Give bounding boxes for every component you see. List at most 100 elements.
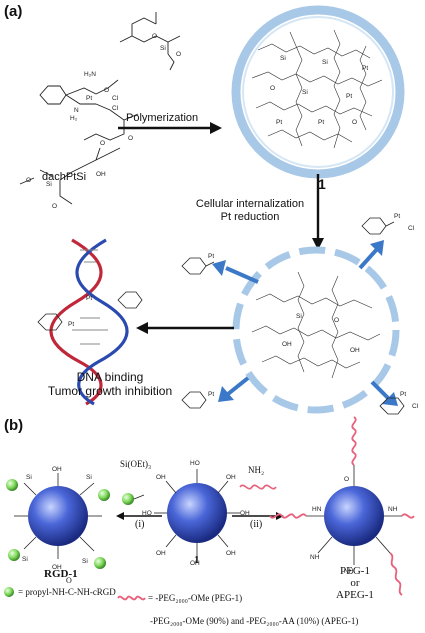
step-ii-label: (ii) xyxy=(250,519,263,530)
svg-text:O: O xyxy=(128,135,133,142)
svg-text:Si: Si xyxy=(86,474,92,481)
pt-fragment-right-bottom xyxy=(379,397,405,415)
peg-springs xyxy=(269,416,415,596)
nanoparticle-number: 1 xyxy=(318,176,326,192)
svg-text:N: N xyxy=(74,107,79,114)
dna-pt-adduct xyxy=(37,291,143,331)
legend-spring xyxy=(117,595,146,601)
svg-text:O: O xyxy=(270,85,275,92)
svg-text:OH: OH xyxy=(96,171,106,178)
svg-text:Cl: Cl xyxy=(112,95,119,102)
peg-label-line-2: or xyxy=(350,577,360,589)
svg-text:O: O xyxy=(344,476,349,483)
panel-a: (a) O Si O H₂N Pt O Cl Cl N H xyxy=(4,3,419,415)
svg-text:NH: NH xyxy=(310,554,320,561)
legend-ball-o: O xyxy=(66,576,72,585)
legend-ball xyxy=(4,587,14,597)
outcome-line-1: DNA binding xyxy=(76,370,144,384)
svg-text:Si: Si xyxy=(82,558,88,565)
core-label: 1 xyxy=(194,554,200,566)
svg-text:Pt: Pt xyxy=(318,119,324,126)
svg-text:OH: OH xyxy=(52,564,62,571)
svg-text:Si: Si xyxy=(302,89,308,96)
svg-text:O: O xyxy=(52,203,57,210)
svg-text:OH: OH xyxy=(240,510,250,517)
rgd-ball xyxy=(6,479,18,491)
svg-text:Si: Si xyxy=(46,181,52,188)
svg-text:Pt: Pt xyxy=(86,295,92,302)
svg-text:Pt: Pt xyxy=(362,65,368,72)
svg-text:NH: NH xyxy=(388,506,398,513)
svg-text:O: O xyxy=(334,317,339,324)
svg-text:HO: HO xyxy=(190,460,200,467)
outcome-line-2: Tumor growth inhibition xyxy=(47,384,173,398)
svg-text:Pt: Pt xyxy=(400,391,406,398)
rgd-label: RGD-1 xyxy=(44,568,78,580)
internalization-line-2: Pt reduction xyxy=(220,211,280,223)
legend-spring-text-2: -PEG₂₀₀₀-OMe (90%) and -PEG₂₀₀₀-AA (10%)… xyxy=(150,616,359,626)
step-i-label: (i) xyxy=(135,519,145,530)
svg-text:Pt: Pt xyxy=(346,93,352,100)
svg-text:OH: OH xyxy=(156,474,166,481)
svg-text:OH: OH xyxy=(226,474,236,481)
svg-text:H₂N: H₂N xyxy=(84,71,96,78)
reduced-nanoparticle-ring xyxy=(232,246,400,414)
legend-spring-text-1: = -PEG₂₀₀₀-OMe (PEG-1) xyxy=(148,593,243,603)
svg-text:OH: OH xyxy=(350,347,360,354)
reagent-spring xyxy=(239,484,277,490)
pt-fragment-right-top xyxy=(361,217,395,235)
fragment-arrows xyxy=(212,240,398,406)
nanoparticle-ring xyxy=(231,5,405,179)
svg-text:O: O xyxy=(104,87,109,94)
svg-text:Si: Si xyxy=(280,55,286,62)
reagent-ball xyxy=(122,493,134,505)
polymerization-label: Polymerization xyxy=(126,112,199,124)
peg-label-line-1: PEG-1 xyxy=(340,565,370,577)
svg-text:O: O xyxy=(26,177,31,184)
svg-text:O: O xyxy=(352,119,357,126)
rgd-ball xyxy=(98,489,110,501)
arrow-i xyxy=(116,512,162,520)
rgd-ball xyxy=(94,557,106,569)
svg-text:Si: Si xyxy=(160,45,166,52)
svg-text:Pt: Pt xyxy=(68,321,74,328)
svg-text:O: O xyxy=(176,51,181,58)
internalization-label: Cellular internalization Pt reduction xyxy=(190,198,310,224)
svg-text:Pt: Pt xyxy=(208,253,214,260)
svg-text:HN: HN xyxy=(312,506,322,513)
nanoparticle-network xyxy=(251,29,383,149)
svg-text:Pt: Pt xyxy=(394,213,400,220)
svg-text:Pt: Pt xyxy=(208,391,214,398)
svg-text:Si: Si xyxy=(322,59,328,66)
svg-text:Si: Si xyxy=(296,313,302,320)
panel-a-graphics: O Si O H₂N Pt O Cl Cl N H₂ O Si O O OH O xyxy=(19,5,419,415)
svg-text:OH: OH xyxy=(226,550,236,557)
peg-label: PEG-1 or APEG-1 xyxy=(330,565,380,601)
legend-ball-text: = propyl-NH-C-NH-cRGD xyxy=(18,587,116,597)
svg-text:Cl: Cl xyxy=(408,225,415,232)
svg-text:OH: OH xyxy=(282,341,292,348)
svg-text:Si: Si xyxy=(26,474,32,481)
peg-label-line-3: APEG-1 xyxy=(336,589,374,601)
internalization-arrow xyxy=(312,174,324,250)
panel-a-tag: (a) xyxy=(4,3,23,20)
svg-text:Cl: Cl xyxy=(112,105,119,112)
svg-text:NH: NH xyxy=(344,568,354,575)
svg-text:OH: OH xyxy=(190,560,200,567)
svg-text:OH: OH xyxy=(52,466,62,473)
polymerization-arrow xyxy=(118,122,222,134)
monomer-structure xyxy=(19,12,181,205)
svg-text:Pt: Pt xyxy=(276,119,282,126)
panel-b: (b) xyxy=(0,415,425,633)
svg-text:Cl: Cl xyxy=(412,403,419,410)
svg-text:OH: OH xyxy=(156,550,166,557)
rgd-balls xyxy=(6,479,110,569)
reagent-silane: Si(OEt)₃ xyxy=(120,459,152,469)
rgd-ball xyxy=(8,549,20,561)
svg-text:O: O xyxy=(152,33,157,40)
pt-fragment-left-top xyxy=(181,257,215,275)
svg-text:Si: Si xyxy=(22,556,28,563)
